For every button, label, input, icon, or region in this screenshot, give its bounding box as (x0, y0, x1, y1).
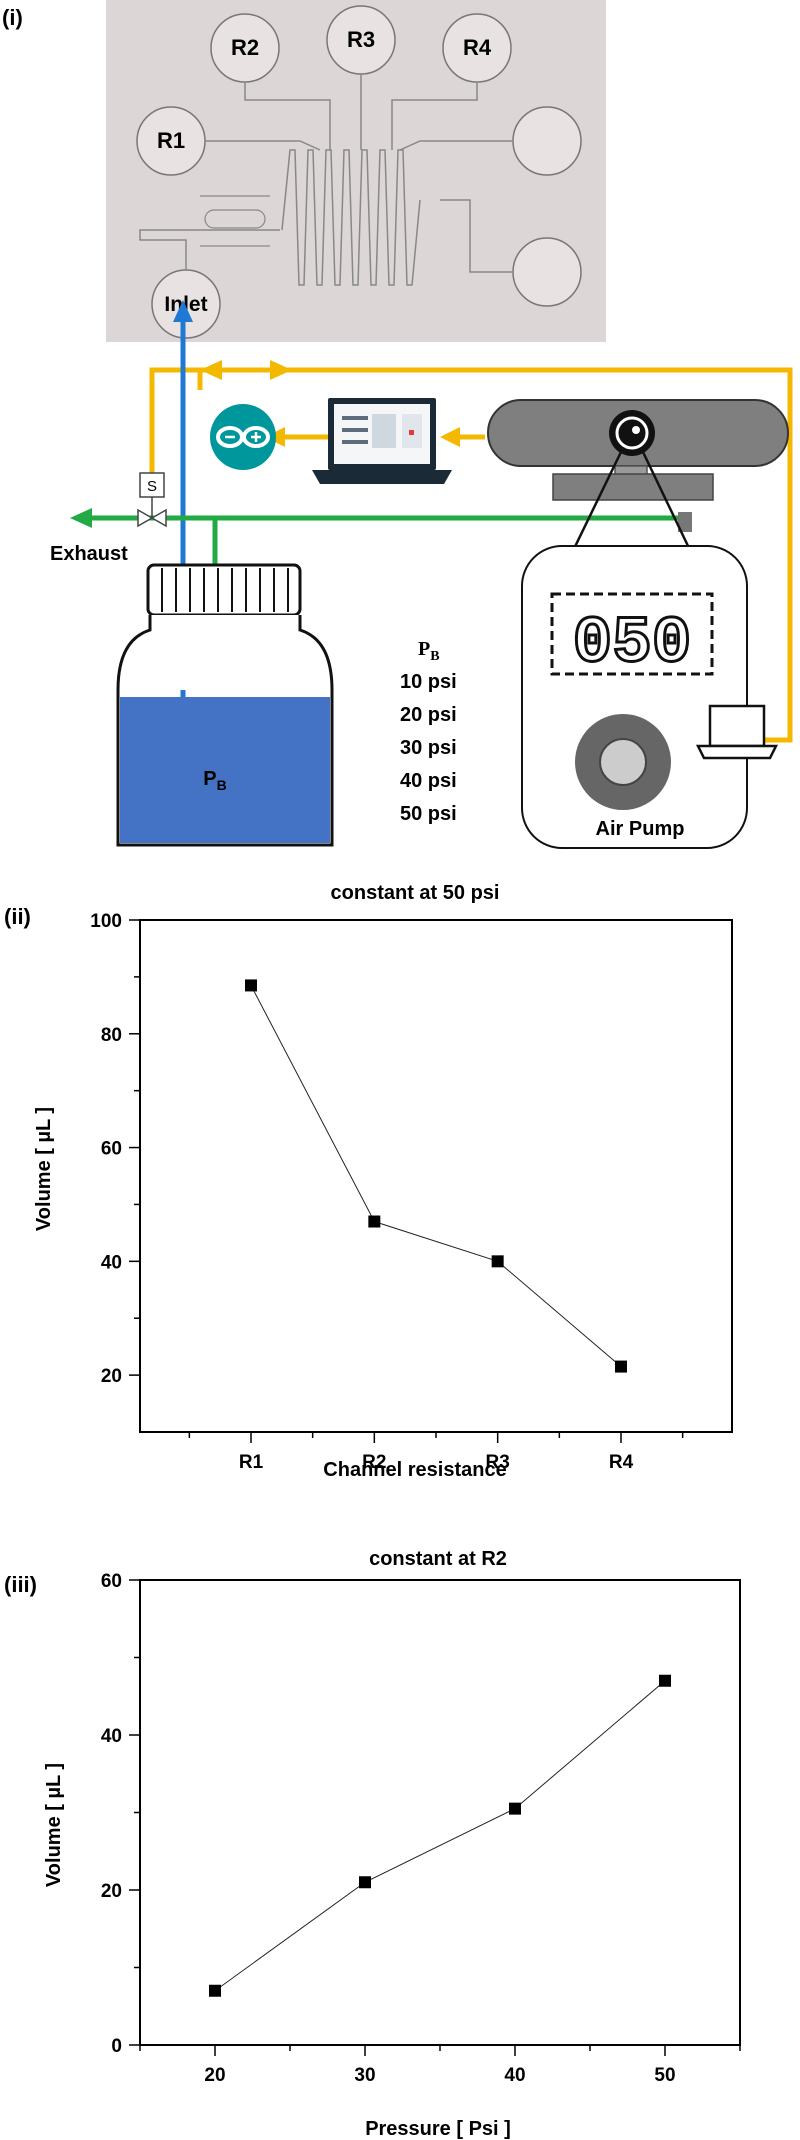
chart2-data-point (509, 1802, 521, 1815)
label-r1: R1 (157, 128, 185, 153)
chart2-y-tick-label: 60 (101, 1571, 122, 1592)
chart1-y-tick-label: 60 (101, 1139, 122, 1160)
solenoid-valve: S (137, 472, 167, 528)
pump-display-value: 050 (573, 606, 692, 681)
liquid (120, 697, 330, 843)
laptop-icon (312, 398, 452, 484)
pressurized-bottle: PB (116, 563, 334, 847)
chart2-y-tick-label: 20 (101, 1881, 122, 1902)
pressure-50: 50 psi (400, 803, 457, 825)
chart1-frame (139, 919, 733, 1433)
chart1-x-tick-label: R2 (362, 1452, 386, 1473)
pump-label: Air Pump (596, 818, 685, 840)
mixer (200, 195, 270, 247)
pressure-40: 40 psi (400, 770, 457, 792)
label-r3: R3 (347, 27, 375, 52)
chart2-series-line (214, 1680, 666, 1992)
label-inlet: Inlet (164, 293, 207, 316)
microfluidic-chip: R2 R3 R4 R1 Inlet (106, 0, 606, 342)
label-exhaust: Exhaust (50, 543, 128, 565)
pressure-30: 30 psi (400, 737, 457, 759)
chart1-title: constant at 50 psi (331, 882, 500, 904)
chart1-y-tick-label: 20 (101, 1366, 122, 1387)
chart1-x-tick-label: R4 (609, 1452, 634, 1473)
chart1-data-point (368, 1215, 381, 1228)
chart2-xlabel: Pressure [ Psi ] (365, 2118, 511, 2140)
chart1-y-tick-label: 80 (101, 1025, 122, 1046)
camera-icon (487, 399, 789, 501)
label-r4: R4 (463, 35, 492, 60)
valve-label: S (147, 478, 157, 495)
bottle-pressure-label: PB (203, 768, 226, 793)
chart2-y-tick-label: 0 (111, 2036, 122, 2057)
pressure-title: PB (418, 638, 440, 664)
chart2-data-point (659, 1674, 671, 1687)
chart-volume-vs-resistance: constant at 50 psi Channel resistance Vo… (33, 882, 733, 1481)
chart2-x-tick-label: 30 (354, 2065, 375, 2086)
small-laptop-icon (695, 704, 779, 760)
serpentine-channel (281, 149, 421, 286)
pump-display (550, 592, 714, 676)
pressure-10: 10 psi (400, 671, 457, 693)
panel-label-ii: (ii) (4, 904, 31, 929)
chart1-data-point (491, 1255, 504, 1268)
channels (139, 74, 513, 273)
chart2-x-tick-label: 20 (204, 2065, 225, 2086)
pressure-settings: PB 10 psi 20 psi 30 psi 40 psi 50 psi (400, 638, 457, 825)
chart2-x-tick-label: 50 (654, 2065, 675, 2086)
chart1-data-point (615, 1360, 627, 1373)
cap-ridges (161, 568, 289, 612)
chart-volume-vs-pressure: constant at R2 Pressure [ Psi ] Volume [… (43, 1548, 741, 2140)
panel-label-iii: (iii) (4, 1572, 37, 1597)
reservoir-outlet-1 (512, 106, 582, 176)
chart2-frame (139, 1579, 741, 2046)
chart2-data-point (359, 1876, 371, 1889)
arduino-icon (210, 404, 276, 470)
chart1-x-tick-label: R3 (486, 1452, 510, 1473)
chart1-ylabel: Volume [ µL ] (33, 1107, 55, 1231)
label-r2: R2 (231, 35, 259, 60)
chart1-y-tick-label: 40 (101, 1252, 122, 1273)
air-pump: 050 Air Pump (521, 545, 748, 849)
chart1-y-tick-label: 100 (90, 911, 122, 932)
chart1-xlabel: Channel resistance (323, 1459, 506, 1481)
reservoir-outlet-2 (512, 237, 582, 307)
pressure-20: 20 psi (400, 704, 457, 726)
chart2-title: constant at R2 (369, 1548, 507, 1570)
chart1-series-line (250, 985, 622, 1367)
chart2-x-tick-label: 40 (504, 2065, 525, 2086)
chart2-y-tick-label: 40 (101, 1726, 122, 1747)
chart2-data-point (209, 1984, 221, 1997)
bottle-cap (146, 563, 302, 617)
chart1-data-point (245, 979, 257, 992)
chart1-x-tick-label: R1 (239, 1452, 264, 1473)
chart2-ylabel: Volume [ µL ] (43, 1763, 65, 1887)
panel-label-i: (i) (2, 5, 23, 30)
